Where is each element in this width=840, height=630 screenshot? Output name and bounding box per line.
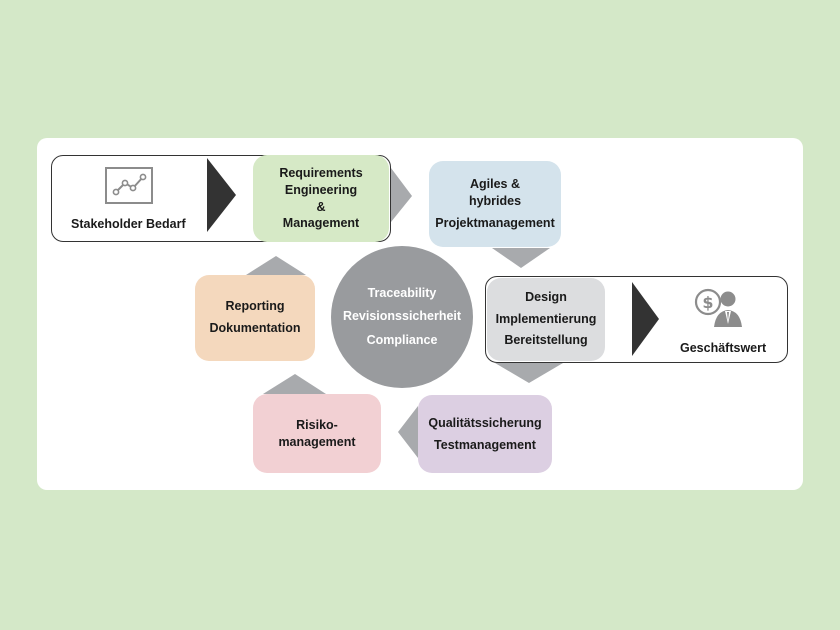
step-reporting-documentation: Reporting Dokumentation [195, 275, 315, 361]
center-text-line: Compliance [366, 332, 438, 347]
step-risk-management: Risiko- management [253, 394, 381, 473]
center-circle: Traceability Revisionssicherheit Complia… [331, 246, 473, 388]
step-text-line: Engineering [284, 182, 358, 197]
step-text-line: Management [282, 216, 360, 231]
step-text-line: Testmanagement [434, 438, 536, 452]
step-text-line: Requirements [279, 165, 363, 180]
arrow-quality-to-risk [398, 406, 418, 458]
step-design-implementation: Design Implementierung Bereitstellung [487, 278, 605, 361]
center-text-line: Traceability [367, 286, 437, 301]
step-text-line: & [316, 199, 326, 214]
arrow-agile-to-design [492, 248, 550, 268]
step-text-line: Implementierung [495, 311, 597, 326]
arrow-reporting-to-requirements [246, 256, 306, 275]
stakeholder-label: Stakeholder Bedarf [71, 217, 186, 231]
arrow-risk-to-reporting [263, 374, 326, 394]
svg-text:$: $ [702, 293, 713, 312]
step-text-line: Dokumentation [209, 321, 301, 335]
step-text-line: Qualitätssicherung [428, 415, 542, 430]
arrow-requirements-to-agile [391, 168, 412, 222]
step-text-line: Bereitstellung [504, 333, 588, 348]
step-text-line: Risiko- [296, 417, 338, 432]
step-text-line: Design [525, 289, 567, 304]
step-text-line: management [278, 434, 356, 449]
arrow-design-to-quality [495, 363, 563, 383]
step-agile-project-management: Agiles & hybrides Projektmanagement [429, 161, 561, 247]
arrow-stakeholder-to-requirements [207, 158, 236, 232]
step-text-line: hybrides [468, 193, 522, 208]
business-value-label: Geschäftswert [680, 341, 767, 355]
step-text-line: Reporting [225, 299, 285, 314]
arrow-design-to-business-value [632, 282, 659, 356]
center-text-line: Revisionssicherheit [342, 309, 462, 324]
step-quality-assurance: Qualitätssicherung Testmanagement [418, 395, 552, 473]
step-text-line: Agiles & [469, 176, 520, 191]
step-text-line: Projektmanagement [435, 216, 555, 231]
step-requirements-engineering: Requirements Engineering & Management [253, 155, 389, 242]
